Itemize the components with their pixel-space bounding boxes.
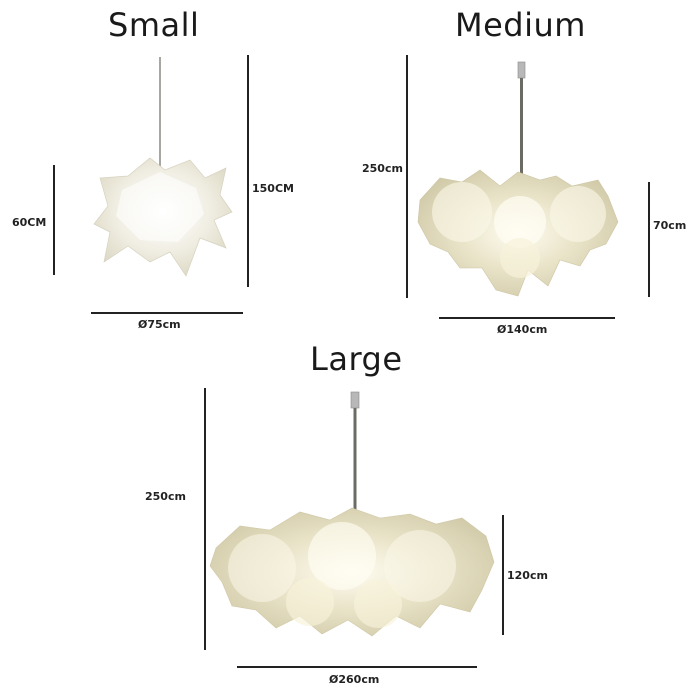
medium-title: Medium bbox=[455, 6, 586, 44]
large-diameter-label: Ø260cm bbox=[329, 673, 380, 686]
small-diameter-label: Ø75cm bbox=[138, 318, 181, 331]
medium-overall-height-line bbox=[406, 55, 408, 298]
large-shade-height-line bbox=[502, 515, 504, 635]
large-overall-height-line bbox=[204, 388, 206, 650]
medium-diameter-label: Ø140cm bbox=[497, 323, 548, 336]
large-diameter-line bbox=[237, 666, 477, 668]
medium-overall-height-label: 250cm bbox=[362, 162, 403, 175]
small-shade-height-line bbox=[53, 165, 55, 275]
large-title: Large bbox=[310, 340, 403, 378]
large-overall-height-label: 250cm bbox=[145, 490, 186, 503]
small-title: Small bbox=[108, 6, 200, 44]
small-diameter-line bbox=[91, 312, 243, 314]
large-shade-height-label: 120cm bbox=[507, 569, 548, 582]
medium-diameter-line bbox=[439, 317, 615, 319]
medium-shade-height-label: 70cm bbox=[653, 219, 687, 232]
small-overall-height-label: 150CM bbox=[252, 182, 294, 195]
small-shade-height-label: 60CM bbox=[12, 216, 47, 229]
medium-shade-height-line bbox=[648, 182, 650, 297]
small-overall-height-line bbox=[247, 55, 249, 287]
